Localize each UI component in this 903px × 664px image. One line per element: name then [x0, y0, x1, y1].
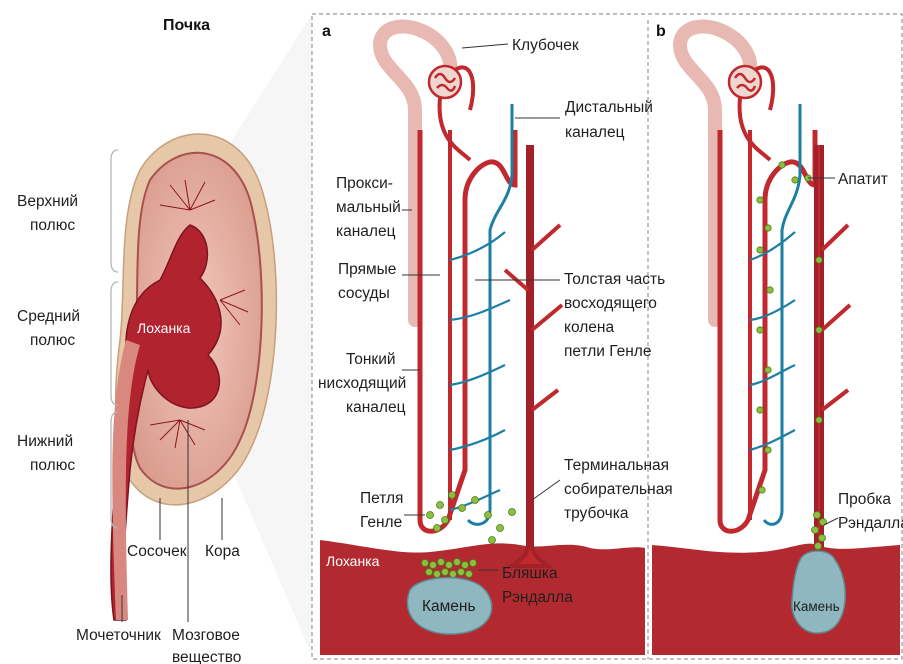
pelvis-a-label: Лоханка: [326, 553, 380, 569]
thick-asc-label-4: петли Генле: [564, 343, 651, 360]
medulla-label-2: вещество: [172, 649, 241, 664]
loop-of-henle-a: [420, 130, 515, 531]
stone-a-label: Камень: [422, 598, 476, 615]
terminal-label-3: трубочка: [564, 505, 629, 522]
plug-label-2: Рэндалла: [838, 515, 903, 532]
vasa-recta-label-1: Прямые: [338, 261, 396, 278]
collecting-duct-a: [512, 145, 548, 566]
loop-label-1: Петля: [360, 490, 403, 507]
loop-label-2: Генле: [360, 514, 402, 531]
distal-tubule-label-2: каналец: [565, 124, 625, 141]
thin-desc-label-3: каналец: [346, 399, 406, 416]
stone-b: [792, 551, 845, 633]
middle-pole-label-1: Средний: [17, 308, 80, 325]
panel-b: b Ка: [652, 23, 903, 655]
medulla-label-1: Мозговое: [172, 627, 240, 644]
kidney-illustration: Почка Верхний полюс Средний полюс Нижний…: [17, 14, 312, 664]
vasa-recta-label-2: сосуды: [338, 285, 390, 302]
papilla-label: Сосочек: [127, 543, 187, 560]
thick-asc-label-3: колена: [564, 319, 614, 336]
terminal-label-2: собирательная: [564, 481, 673, 498]
distal-tubule-label-1: Дистальный: [565, 99, 653, 116]
proximal-label-2: мальный: [336, 199, 401, 216]
plaque-label-2: Рэндалла: [502, 589, 573, 606]
thick-asc-label-1: Толстая часть: [564, 271, 665, 288]
middle-pole-label-2: полюс: [30, 332, 75, 349]
thin-desc-label-2: нисходящий: [318, 375, 406, 392]
stone-b-label: Камень: [793, 599, 840, 614]
pelvis-label: Лоханка: [137, 320, 191, 336]
panel-a-letter: a: [322, 23, 331, 40]
panel-a-leaders: [402, 44, 560, 570]
cortex-label: Кора: [205, 543, 240, 560]
lower-pole-label-1: Нижний: [17, 433, 73, 450]
upper-pole-label-1: Верхний: [17, 193, 78, 210]
loop-of-henle-b: [720, 130, 815, 531]
kidney-title: Почка: [163, 17, 210, 34]
plug-label-1: Пробка: [838, 491, 891, 508]
lower-pole-label-2: полюс: [30, 457, 75, 474]
panel-a: a Лоханка: [318, 23, 673, 655]
proximal-label-1: Прокси-: [336, 175, 393, 192]
thick-asc-label-2: восходящего: [564, 295, 657, 312]
plaque-label-1: Бляшка: [502, 565, 558, 582]
glomerulus-label: Клубочек: [512, 37, 579, 54]
collecting-duct-b: [816, 145, 822, 545]
tissue-b: [652, 544, 900, 655]
ureter-label: Мочеточник: [76, 627, 161, 644]
thin-desc-label-1: Тонкий: [346, 351, 396, 368]
panel-b-letter: b: [656, 23, 666, 40]
proximal-label-3: каналец: [336, 223, 396, 240]
upper-pole-label-2: полюс: [30, 217, 75, 234]
apatite-label: Апатит: [838, 171, 888, 188]
terminal-label-1: Терминальная: [564, 457, 669, 474]
